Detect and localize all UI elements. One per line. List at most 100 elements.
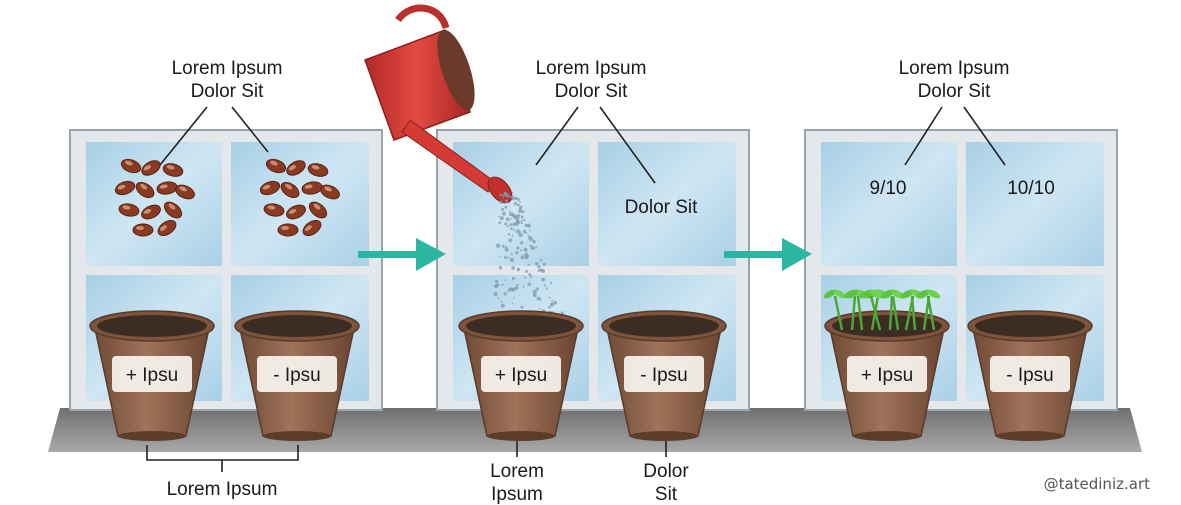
pot-label: - Ipsu: [1006, 365, 1054, 386]
water-drop: [506, 225, 509, 228]
water-drop: [502, 196, 505, 199]
water-drop: [530, 245, 535, 251]
water-drop: [501, 244, 505, 248]
bean-icon: [162, 163, 184, 177]
water-drop: [511, 302, 514, 305]
pot-label-tag: [112, 356, 192, 392]
water-drop: [505, 199, 508, 202]
beans-group: [114, 158, 340, 237]
water-drop: [512, 276, 514, 279]
water-drop: [505, 217, 510, 222]
water-drop: [516, 246, 520, 250]
water-drop: [537, 269, 541, 273]
water-drop: [533, 293, 537, 298]
water-drop: [528, 273, 532, 277]
water-drop: [499, 193, 503, 197]
water-drop: [514, 286, 519, 290]
water-drop: [503, 292, 507, 296]
water-drop: [518, 208, 523, 214]
score-right: 10/10: [1007, 178, 1055, 199]
callout-2: Lorem Ipsum Dolor Sit Dolor Sit: [535, 58, 699, 218]
water-drop: [504, 222, 508, 226]
water-drop: [529, 244, 532, 247]
water-drop: [521, 219, 523, 222]
water-drop: [536, 287, 539, 291]
water-drop: [500, 303, 505, 308]
water-drop: [522, 285, 525, 288]
callout-1: Lorem Ipsum Dolor Sit: [159, 58, 282, 166]
flower-pot: + Ipsu: [89, 310, 215, 441]
water-drop: [515, 219, 519, 223]
water-drop: [537, 265, 541, 269]
callout-3: Lorem Ipsum Dolor Sit 9/10 10/10: [870, 58, 1055, 199]
water-drop: [517, 203, 520, 207]
callout-1-line2: Dolor Sit: [191, 81, 265, 102]
pot-label-tag: [990, 356, 1070, 392]
watering-can-icon: [364, 4, 513, 204]
water-drop: [519, 200, 521, 203]
water-drop: [520, 305, 524, 309]
credit-text: @tatediniz.art: [1044, 475, 1151, 493]
flower-pot: + Ipsu: [824, 310, 950, 441]
bean-icon: [302, 219, 322, 237]
pot-label: + Ipsu: [861, 365, 913, 386]
bean-icon: [277, 223, 299, 237]
water-drop: [511, 266, 515, 270]
water-drop: [514, 196, 518, 201]
water-drop: [521, 215, 524, 219]
pot-label: + Ipsu: [126, 365, 178, 386]
pane-text: Dolor Sit: [625, 197, 699, 218]
water-drop: [521, 210, 525, 214]
sprout-icon: [859, 289, 883, 331]
pot-right-label-line1: Dolor: [643, 461, 689, 482]
bean-icon: [286, 160, 306, 176]
bean-icon: [114, 180, 136, 196]
bean-icon: [163, 201, 183, 219]
water-drop: [532, 292, 535, 295]
water-drop: [508, 210, 511, 212]
water-drop: [498, 266, 503, 270]
water-drop: [524, 252, 529, 257]
water-drop: [538, 307, 541, 310]
callout-3-line1: Lorem Ipsum: [899, 58, 1010, 79]
bean-icon: [175, 184, 195, 200]
water-drop: [532, 239, 536, 244]
water-drop: [501, 283, 504, 286]
water-drop: [506, 194, 510, 198]
pot-label-tag: [257, 356, 337, 392]
bean-icon: [265, 158, 287, 174]
flower-pot: - Ipsu: [967, 310, 1093, 441]
water-drop: [523, 247, 528, 252]
bean-icon: [141, 204, 161, 220]
water-drop: [498, 221, 502, 225]
water-drop: [516, 283, 519, 287]
water-drop: [498, 216, 500, 218]
water-drop: [510, 218, 512, 220]
water-drop: [527, 282, 532, 287]
bean-icon: [132, 223, 154, 237]
water-drop: [515, 214, 518, 218]
pot-right-label-line2: Sit: [655, 484, 678, 505]
water-drop: [513, 296, 516, 299]
water-drop: [514, 221, 520, 226]
flower-pot: + Ipsu: [458, 310, 584, 441]
water-drop: [535, 246, 538, 249]
water-drop: [517, 198, 521, 201]
pot-left-label: Lorem Ipsum: [490, 441, 544, 505]
water-drop: [529, 229, 531, 232]
water-drop: [530, 275, 532, 278]
pot-right-label: Dolor Sit: [643, 441, 689, 505]
water-drop: [520, 221, 523, 224]
sprouts-group: [823, 289, 941, 331]
pot-label: - Ipsu: [273, 365, 321, 386]
sprout-icon: [823, 289, 847, 331]
water-drop: [494, 279, 499, 283]
water-drop: [493, 292, 498, 297]
water-drop: [528, 235, 532, 239]
water-drop: [502, 211, 506, 216]
pot-label: + Ipsu: [495, 365, 547, 386]
water-drop: [525, 232, 528, 234]
water-drop: [510, 257, 514, 261]
water-drop: [518, 206, 522, 210]
